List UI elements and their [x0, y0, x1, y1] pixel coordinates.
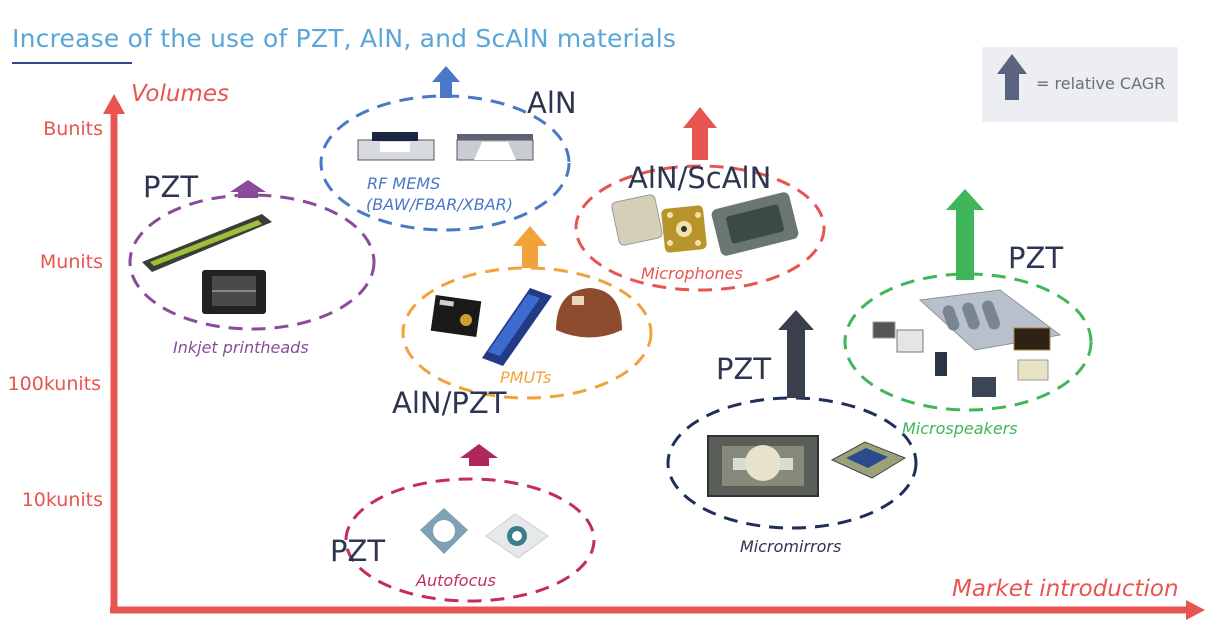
- category-label-rf-mems-line1: RF MEMS: [367, 174, 441, 193]
- pmuts-growth-arrow-icon: [513, 226, 547, 268]
- category-label-microspeakers: Microspeakers: [902, 419, 1018, 438]
- category-label-rf-mems-line2: (BAW/FBAR/XBAR): [366, 195, 513, 214]
- y-tick-10kunits: 10kunits: [21, 489, 103, 511]
- microphones-group: [574, 107, 826, 292]
- speaker-chip-icons: [872, 321, 1051, 397]
- category-label-autofocus: Autofocus: [416, 571, 496, 590]
- category-label-inkjet: Inkjet printheads: [173, 338, 309, 357]
- x-axis-label: Market introduction: [952, 576, 1179, 602]
- inkjet-group: [128, 180, 376, 331]
- autofocus-growth-arrow-icon: [460, 444, 498, 466]
- material-label-pmuts: AlN/PZT: [392, 386, 507, 420]
- micromirrors-group: [666, 310, 918, 530]
- fbar-chip-icon: [456, 134, 534, 161]
- pmut-sensor-icon: [482, 288, 552, 366]
- category-label-micromirrors: Micromirrors: [740, 537, 842, 556]
- inkjet-growth-arrow-icon: [230, 180, 266, 198]
- category-label-microphones: Microphones: [641, 264, 743, 283]
- material-label-microphones: AlN/ScAlN: [628, 161, 772, 195]
- x-axis: [110, 600, 1205, 620]
- printhead-chip-icon: [202, 270, 266, 314]
- category-label-pmuts: PMUTs: [500, 368, 552, 387]
- baw-chip-icon: [357, 132, 435, 161]
- title-underline: [12, 62, 132, 64]
- microspeakers-group: [843, 189, 1093, 412]
- autofocus-group: [344, 444, 596, 603]
- legend-label: = relative CAGR: [1036, 74, 1166, 93]
- mic-package-icon-3: [711, 192, 799, 256]
- printhead-strip-icon: [142, 214, 272, 272]
- page-title: Increase of the use of PZT, AlN, and ScA…: [12, 24, 677, 53]
- rf-mems-group: [319, 66, 571, 232]
- y-tick-munits: Munits: [39, 251, 103, 273]
- legend-up-arrow-icon: [997, 54, 1027, 100]
- microspeakers-growth-arrow-icon: [946, 189, 984, 280]
- material-label-rf-mems: AlN: [527, 86, 577, 120]
- packaged-tlens-icon: [485, 513, 549, 559]
- mic-package-icon-1: [611, 194, 663, 246]
- material-label-microspeakers: PZT: [1008, 241, 1064, 275]
- micromirror-chip-icon: [707, 435, 819, 497]
- rf-mems-growth-arrow-icon: [432, 66, 460, 98]
- material-label-inkjet: PZT: [143, 170, 199, 204]
- pmut-chip-icon: [430, 294, 482, 338]
- pmut-fingertip-icon: [556, 288, 622, 338]
- y-tick-bunits: Bunits: [43, 118, 103, 140]
- mic-package-icon-2: [661, 205, 707, 253]
- material-label-autofocus: PZT: [330, 534, 386, 568]
- material-label-micromirrors: PZT: [716, 352, 772, 386]
- micromirrors-growth-arrow-icon: [778, 310, 814, 398]
- y-tick-100kunits: 100kunits: [7, 373, 101, 395]
- y-axis: [103, 94, 125, 612]
- y-axis-label: Volumes: [131, 81, 229, 107]
- micromirror-board-icon: [830, 441, 907, 479]
- pmuts-group: [401, 226, 653, 400]
- microphones-growth-arrow-icon: [683, 107, 717, 160]
- tlens-icon: [420, 508, 468, 554]
